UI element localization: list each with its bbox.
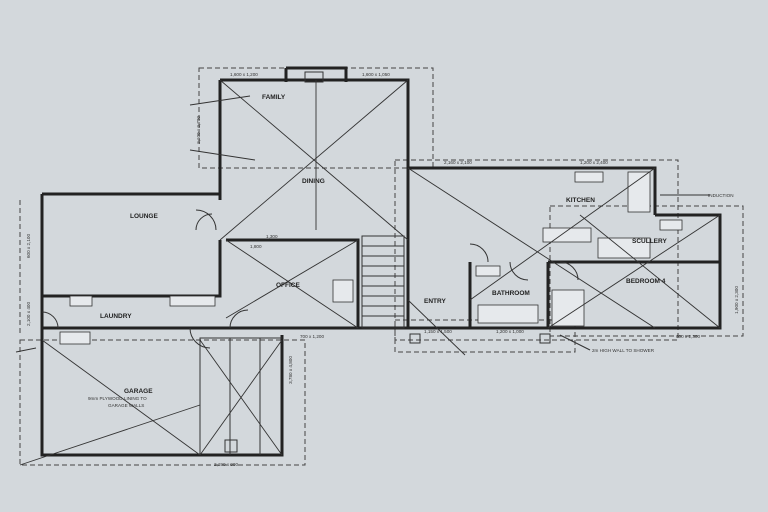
laundry-door — [189, 327, 211, 349]
bay-window — [284, 66, 348, 82]
garage-dim-frame — [19, 339, 306, 466]
room-dining: DINING — [302, 178, 325, 185]
fireplace — [304, 71, 324, 83]
dim-office-1: 1,300 — [266, 234, 278, 239]
leader-shower — [559, 334, 591, 351]
lounge-door-2 — [195, 213, 213, 231]
dim-right-side: 1,900 x 2,300 — [734, 286, 739, 314]
west-walls — [40, 192, 284, 457]
garage-note-line2: GARAGE WALLS — [108, 403, 144, 408]
kitchen-sink — [574, 171, 604, 183]
dim-office-2: 1,800 — [250, 244, 262, 249]
dim-garage-door: 2,190 x 900 — [214, 462, 238, 467]
garage-internal-lines-2 — [229, 338, 261, 455]
room-bedroom4: BEDROOM 4 — [626, 278, 666, 285]
room-garage: GARAGE — [124, 388, 153, 395]
room-family: FAMILY — [262, 94, 286, 101]
garage-note-line1: 9mm PLYWOOD LINING TO — [88, 396, 147, 401]
leader-1 — [189, 95, 251, 106]
dim-lounge-side: 600 x 2,100 — [26, 234, 31, 258]
dim-hall-win: 700 x 1,200 — [300, 334, 324, 339]
garage-bench — [59, 331, 91, 345]
dim-laundry-side: 2,100 x 400 — [26, 302, 31, 326]
note-induction: INDUCTION — [708, 193, 734, 198]
room-bathroom: BATHROOM — [492, 290, 530, 297]
dim-family-win-2: 1,600 x 1,050 — [362, 72, 390, 77]
entry-box-left — [409, 333, 421, 344]
bathroom-door — [469, 243, 489, 263]
room-office: OFFICE — [276, 282, 300, 289]
dim-bed4-win: 600 x 2,300 — [676, 334, 700, 339]
dim-garage-side: 3,780 x 4,800 — [288, 356, 293, 384]
garage-internal-door — [229, 309, 249, 329]
kitchen-island — [542, 227, 592, 243]
scullery-bench — [597, 237, 651, 259]
garage-box — [224, 439, 238, 453]
laundry-bench — [169, 295, 216, 307]
entry-box-right — [539, 333, 551, 344]
staircase — [361, 235, 405, 329]
room-laundry: LAUNDRY — [100, 313, 132, 320]
bathroom-vanity — [475, 265, 501, 277]
dim-entry-door: 1,150 x 1,500 — [424, 329, 452, 334]
kitchen-door — [509, 261, 529, 281]
dim-family-side: 2,100 x 2,700 — [196, 116, 201, 144]
office-desk — [332, 279, 354, 303]
dim-kitchen-win: 1,200 x 2,400 — [580, 160, 608, 165]
room-lounge: LOUNGE — [130, 213, 158, 220]
kitchen-dim-frame — [394, 159, 679, 341]
lounge-south-wall — [42, 240, 222, 298]
room-scullery: SCULLERY — [632, 238, 667, 245]
laundry-tub — [69, 295, 93, 307]
kitchen-bench — [627, 171, 651, 213]
laundry-external-door — [41, 311, 59, 329]
scullery-fridge — [659, 219, 683, 231]
dim-bath-win: 1,200 x 1,000 — [496, 329, 524, 334]
garage-internal-lines — [199, 337, 282, 455]
room-entry: ENTRY — [424, 298, 446, 305]
note-shower-wall: 2m HIGH WALL TO SHOWER — [592, 348, 655, 353]
bathtub — [477, 304, 539, 324]
leader-left — [15, 347, 37, 353]
dim-family-win-1: 1,600 x 1,200 — [230, 72, 258, 77]
leader-2 — [189, 149, 256, 161]
dim-dining-win: 2,160 x 2,100 — [444, 160, 472, 165]
east-walls — [408, 213, 722, 330]
bedroom4-door — [559, 261, 579, 281]
diagonal-bracing-lines — [19, 79, 721, 466]
lounge-door — [195, 209, 217, 231]
room-kitchen: KITCHEN — [566, 197, 595, 204]
